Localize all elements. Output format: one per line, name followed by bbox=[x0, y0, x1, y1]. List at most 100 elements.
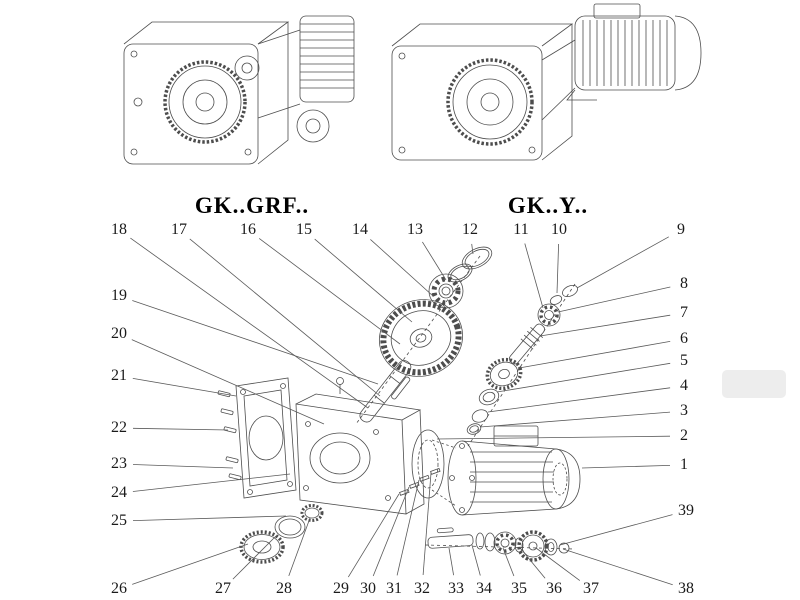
leader-line-2 bbox=[436, 435, 671, 440]
leader-line-12 bbox=[471, 243, 474, 255]
part-number-5: 5 bbox=[680, 352, 688, 369]
part-number-2: 2 bbox=[680, 427, 688, 444]
leader-line-24 bbox=[132, 473, 291, 492]
part-number-17: 17 bbox=[171, 221, 187, 238]
leader-line-33 bbox=[448, 547, 454, 576]
part-number-4: 4 bbox=[680, 377, 688, 394]
part-number-22: 22 bbox=[111, 419, 127, 436]
leader-line-9 bbox=[576, 236, 669, 289]
washer bbox=[478, 388, 500, 406]
part-number-13: 13 bbox=[407, 221, 423, 238]
part-number-21: 21 bbox=[111, 367, 127, 384]
leader-line-39 bbox=[559, 514, 673, 546]
leader-line-5 bbox=[496, 362, 671, 393]
intermediate-gear bbox=[485, 357, 523, 391]
leader-line-14 bbox=[370, 239, 434, 297]
part-number-35: 35 bbox=[511, 580, 527, 597]
leader-line-3 bbox=[479, 411, 671, 428]
leader-line-15 bbox=[314, 238, 413, 323]
part-number-29: 29 bbox=[333, 580, 349, 597]
part-number-28: 28 bbox=[276, 580, 292, 597]
part-number-12: 12 bbox=[462, 221, 478, 238]
part-number-25: 25 bbox=[111, 512, 127, 529]
part-number-3: 3 bbox=[680, 402, 688, 419]
leader-line-21 bbox=[132, 378, 237, 397]
watermark-smudge bbox=[722, 370, 786, 398]
part-number-23: 23 bbox=[111, 455, 127, 472]
leader-line-29 bbox=[347, 493, 400, 578]
spacer-ring-small bbox=[549, 295, 563, 305]
leader-line-20 bbox=[131, 339, 325, 425]
part-number-24: 24 bbox=[111, 484, 127, 501]
part-number-20: 20 bbox=[111, 325, 127, 342]
part-number-18: 18 bbox=[111, 221, 127, 238]
leader-line-23 bbox=[132, 464, 234, 469]
leader-line-31 bbox=[396, 479, 420, 576]
retaining-ring bbox=[466, 423, 482, 435]
part-number-30: 30 bbox=[360, 580, 376, 597]
leader-line-32 bbox=[422, 472, 432, 576]
flange-screws bbox=[217, 390, 242, 481]
leader-line-16 bbox=[258, 238, 401, 345]
leader-line-7 bbox=[539, 314, 671, 337]
leader-line-35 bbox=[502, 547, 515, 577]
part-number-39: 39 bbox=[678, 502, 694, 519]
leader-line-13 bbox=[422, 241, 447, 281]
leader-line-11 bbox=[524, 243, 544, 309]
y-unit-illustration bbox=[391, 3, 702, 161]
input-pinion-shaft bbox=[508, 323, 546, 365]
leader-line-36 bbox=[520, 548, 546, 579]
leader-lines bbox=[130, 236, 673, 586]
leader-line-17 bbox=[189, 238, 381, 397]
part-number-34: 34 bbox=[476, 580, 492, 597]
part-number-10: 10 bbox=[551, 221, 567, 238]
gasket-ring bbox=[274, 515, 306, 539]
leader-line-22 bbox=[132, 427, 229, 431]
part-number-8: 8 bbox=[680, 275, 688, 292]
part-number-19: 19 bbox=[111, 287, 127, 304]
part-number-38: 38 bbox=[678, 580, 694, 597]
part-number-1: 1 bbox=[680, 456, 688, 473]
leader-line-19 bbox=[132, 300, 379, 385]
leader-line-37 bbox=[535, 547, 581, 581]
part-number-16: 16 bbox=[240, 221, 256, 238]
part-number-32: 32 bbox=[414, 580, 430, 597]
part-number-33: 33 bbox=[448, 580, 464, 597]
electric-motor bbox=[447, 425, 581, 516]
toothed-ring bbox=[300, 504, 324, 522]
series-title-y: GK..Y.. bbox=[507, 193, 589, 218]
seal-ring bbox=[471, 409, 489, 423]
leader-line-30 bbox=[372, 486, 410, 577]
mounting-flange bbox=[235, 377, 297, 499]
part-number-15: 15 bbox=[296, 221, 312, 238]
series-title-grf: GK..GRF.. bbox=[194, 193, 310, 218]
output-shaft bbox=[359, 360, 412, 423]
motor-adapter bbox=[399, 429, 457, 507]
bearing-cover bbox=[239, 530, 285, 564]
leader-line-10 bbox=[556, 243, 559, 294]
bearing-input bbox=[537, 303, 561, 327]
leader-line-28 bbox=[288, 517, 311, 577]
leader-line-34 bbox=[471, 544, 481, 576]
part-number-26: 26 bbox=[111, 580, 127, 597]
part-number-6: 6 bbox=[680, 330, 688, 347]
leader-line-25 bbox=[132, 515, 287, 521]
leader-line-4 bbox=[487, 387, 671, 413]
part-number-37: 37 bbox=[583, 580, 599, 597]
leader-line-27 bbox=[232, 535, 277, 580]
output-gear bbox=[378, 299, 464, 377]
part-number-36: 36 bbox=[546, 580, 562, 597]
part-number-11: 11 bbox=[513, 221, 529, 238]
part-number-31: 31 bbox=[386, 580, 402, 597]
part-number-14: 14 bbox=[352, 221, 368, 238]
part-number-27: 27 bbox=[215, 580, 231, 597]
grf-unit-illustration bbox=[123, 15, 355, 165]
leader-line-38 bbox=[562, 548, 673, 586]
leader-line-26 bbox=[132, 543, 249, 585]
leader-line-1 bbox=[581, 465, 671, 469]
leader-line-18 bbox=[130, 237, 369, 409]
output-subassembly bbox=[427, 527, 570, 562]
leader-line-8 bbox=[557, 286, 671, 313]
